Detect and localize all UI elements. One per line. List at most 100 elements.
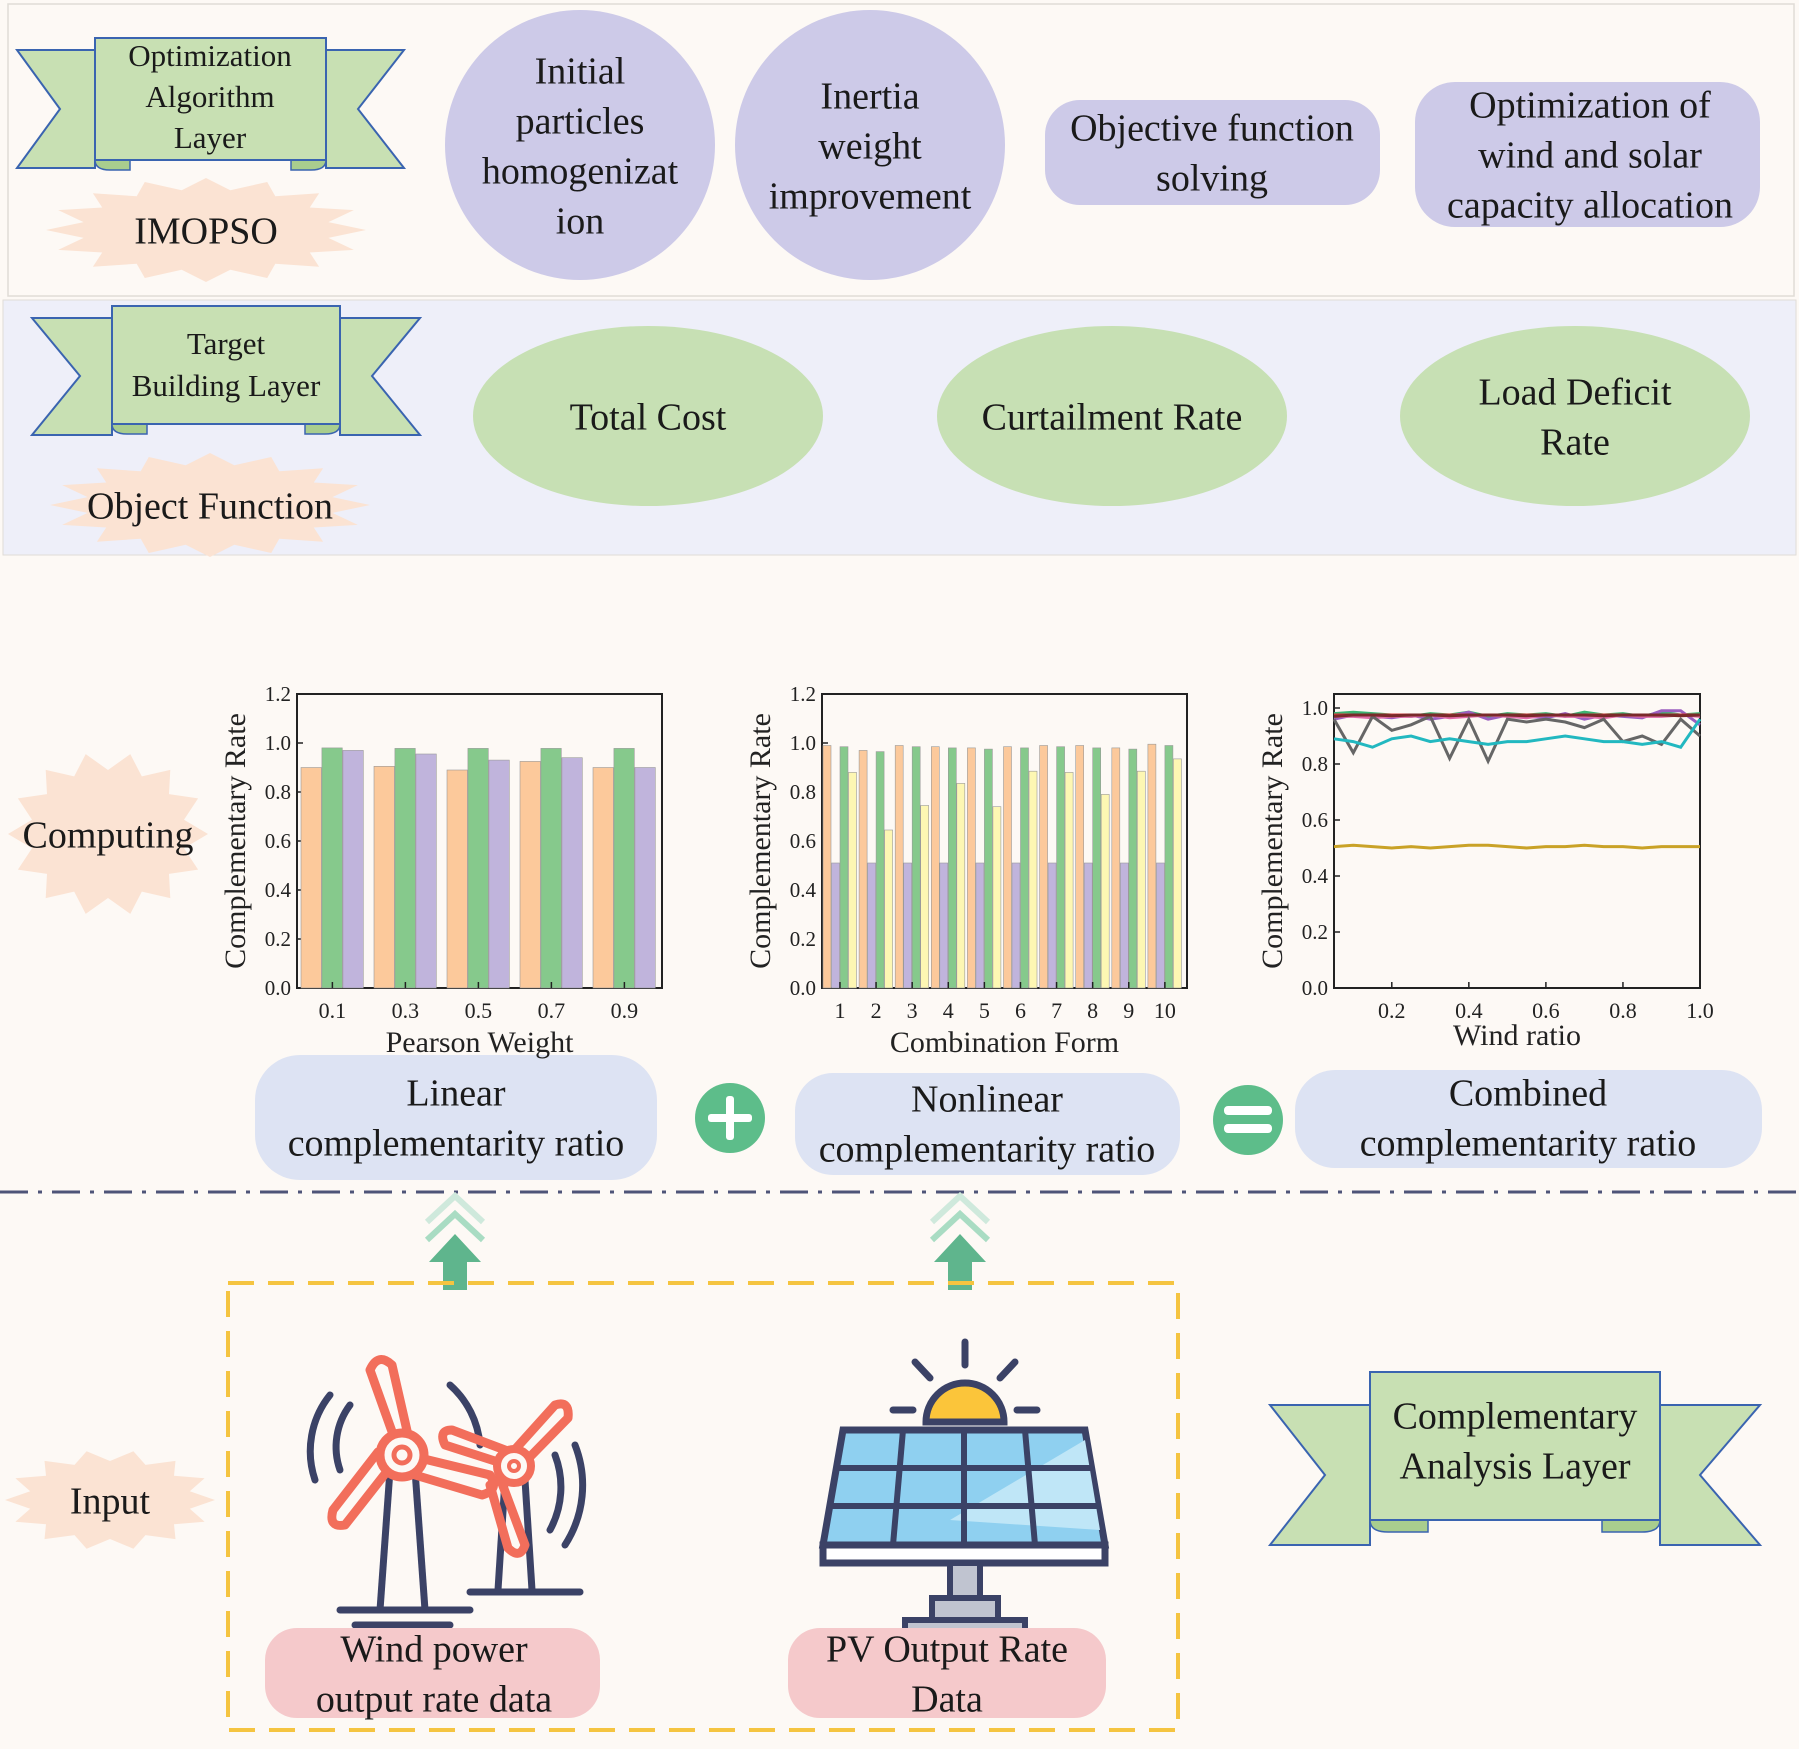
x-tick-label: 0.1 [319, 998, 347, 1023]
x-tick-label: 1.0 [1686, 998, 1714, 1023]
bar [839, 746, 849, 989]
initial-particles-label-line: ion [556, 200, 605, 242]
bar [488, 759, 510, 989]
y-tick-label: 1.0 [1302, 696, 1328, 720]
input-label: Input [70, 1480, 151, 1522]
bar [1047, 862, 1057, 989]
computing-burst [8, 754, 208, 914]
y-tick-label: 0.4 [790, 878, 817, 902]
x-tick-label: 10 [1154, 998, 1176, 1023]
y-tick-label: 0.8 [265, 780, 291, 804]
bar [1028, 770, 1038, 989]
bar [1003, 746, 1012, 989]
linear-ratio-label-line: Linear [406, 1072, 506, 1114]
nonlinear-ratio-box [795, 1073, 1180, 1175]
solar-panel-icon [818, 1338, 1110, 1641]
combined-ratio-label-line: complementarity ratio [1360, 1122, 1697, 1164]
bar [875, 751, 885, 989]
bar [1064, 772, 1074, 989]
load-deficit-label-line: Load Deficit [1478, 371, 1672, 413]
x-tick-label: 0.6 [1532, 998, 1560, 1023]
bar [1156, 862, 1165, 989]
bar [848, 772, 857, 989]
series-line [1333, 843, 1700, 850]
pv-data-label-line: Data [911, 1678, 983, 1720]
computing-label-line: Computing [22, 814, 193, 856]
bar [920, 805, 930, 989]
total-cost-label-line: Total Cost [570, 396, 727, 438]
y-tick-label: 0.2 [265, 927, 291, 951]
imopso-label: IMOPSO [134, 210, 278, 252]
up-arrow-icon [424, 1191, 486, 1290]
bar [911, 746, 921, 989]
bar [1111, 747, 1121, 989]
x-tick-label: 0.2 [1378, 998, 1406, 1023]
node-objective-function [1045, 100, 1380, 205]
input-label-line: Input [70, 1480, 151, 1522]
capacity-allocation-label-line: wind and solar [1478, 134, 1702, 176]
y-axis-label: Complementary Rate [1256, 713, 1289, 969]
y-tick-label: 1.2 [265, 682, 291, 706]
bar [613, 748, 635, 989]
node-inertia-weight [735, 10, 1005, 280]
x-tick-label: 0.7 [538, 998, 566, 1023]
y-tick-label: 0.8 [1302, 752, 1328, 776]
bar [467, 748, 489, 989]
bar [321, 747, 343, 989]
load-deficit-label-line: Rate [1540, 421, 1610, 463]
target-layer-ribbon [29, 305, 423, 436]
chart-frame [1333, 693, 1701, 989]
bar [1020, 747, 1029, 989]
x-axis-label: Combination Form [890, 1026, 1119, 1059]
optimization-ribbon-label-line: Optimization [128, 38, 292, 73]
y-tick-label: 0.2 [790, 927, 816, 951]
y-tick-label: 1.0 [265, 731, 291, 755]
bar [1056, 746, 1065, 989]
bar [540, 748, 562, 989]
imopso-burst [46, 178, 366, 282]
initial-particles-label-line: particles [516, 100, 645, 142]
x-tick-label: 0.8 [1609, 998, 1637, 1023]
bar [894, 745, 904, 989]
bar [1039, 745, 1048, 989]
capacity-allocation-label-line: Optimization of [1469, 84, 1711, 126]
objective-function-label-line: solving [1156, 157, 1268, 199]
complementary-analysis-label-line: Analysis Layer [1399, 1445, 1630, 1487]
wind-data-label-line: Wind power [340, 1628, 528, 1670]
y-tick-label: 0.2 [1302, 920, 1328, 944]
series-line [1333, 713, 1701, 718]
bar [1137, 770, 1146, 989]
nonlinear-ratio-label-line: Nonlinear [911, 1078, 1063, 1120]
pv-data-label-box [788, 1628, 1106, 1718]
x-tick-label: 4 [943, 998, 954, 1023]
bar [592, 767, 614, 989]
complementary-analysis-ribbon [1267, 1371, 1763, 1546]
inertia-weight-label-line: improvement [769, 175, 972, 217]
x-tick-label: 0.4 [1455, 998, 1483, 1023]
bar [867, 862, 876, 989]
inertia-weight-label-line: weight [818, 125, 922, 167]
bar [300, 767, 322, 989]
bar [561, 757, 583, 989]
linear-ratio-box [255, 1055, 657, 1180]
series-line [1332, 714, 1701, 765]
y-tick-label: 0.4 [265, 878, 292, 902]
bar [634, 767, 656, 989]
objective-function-label-line: Objective function [1070, 107, 1354, 149]
bar [822, 745, 832, 989]
bar [1011, 862, 1021, 989]
bar [884, 829, 893, 989]
input-burst [5, 1451, 215, 1549]
wind-turbine-icon [306, 1355, 587, 1629]
object-function-burst [50, 453, 370, 557]
bar [939, 862, 949, 989]
wind-data-label-box [265, 1628, 600, 1718]
